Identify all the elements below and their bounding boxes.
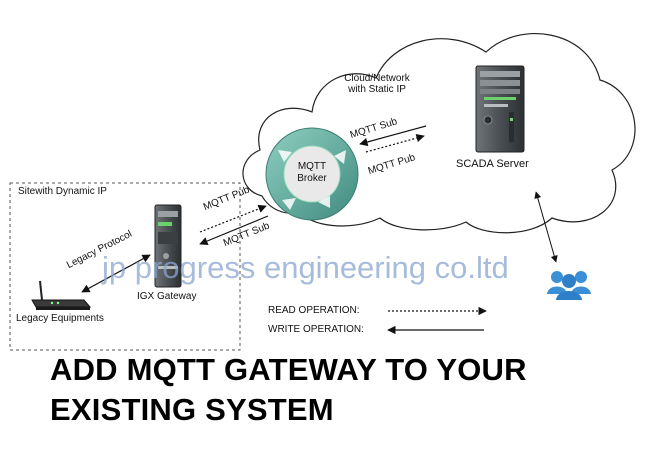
watermark-text: jp progress engineering co.ltd: [102, 250, 509, 285]
server-users-arrow: [534, 191, 558, 263]
broker-label-line2: Broker: [297, 173, 327, 184]
broker-label-line1: MQTT: [297, 161, 327, 172]
mqtt-broker-icon: [265, 127, 359, 221]
users-icon: [547, 271, 591, 300]
legend-read-label: READ OPERATION:: [268, 305, 360, 316]
igx-gateway-icon: [154, 204, 182, 288]
broker-to-gateway-solid-arrow: [199, 215, 269, 246]
legacy-equipment-icon: [31, 280, 92, 310]
legacy-protocol-arrow: [81, 254, 151, 293]
gateway-label: IGX Gateway: [137, 291, 197, 302]
headline-line2: EXISTING SYSTEM: [50, 392, 334, 427]
cloud-label-line1: Cloud/Network: [344, 73, 410, 84]
site-label: Sitewith Dynamic IP: [18, 186, 107, 197]
legend-write-label: WRITE OPERATION:: [268, 324, 364, 335]
server-to-broker-solid-arrow: [359, 125, 427, 147]
cloud-label-line2: with Static IP: [348, 84, 406, 95]
scada-server-icon: [475, 65, 525, 153]
cloud-label: Cloud/Network with Static IP: [337, 73, 417, 95]
headline-line1: ADD MQTT GATEWAY TO YOUR: [50, 352, 527, 387]
server-label: SCADA Server: [456, 158, 529, 170]
broker-label: MQTT Broker: [293, 161, 331, 185]
legacy-label: Legacy Equipments: [16, 313, 104, 324]
site-boundary-box: [9, 182, 241, 351]
